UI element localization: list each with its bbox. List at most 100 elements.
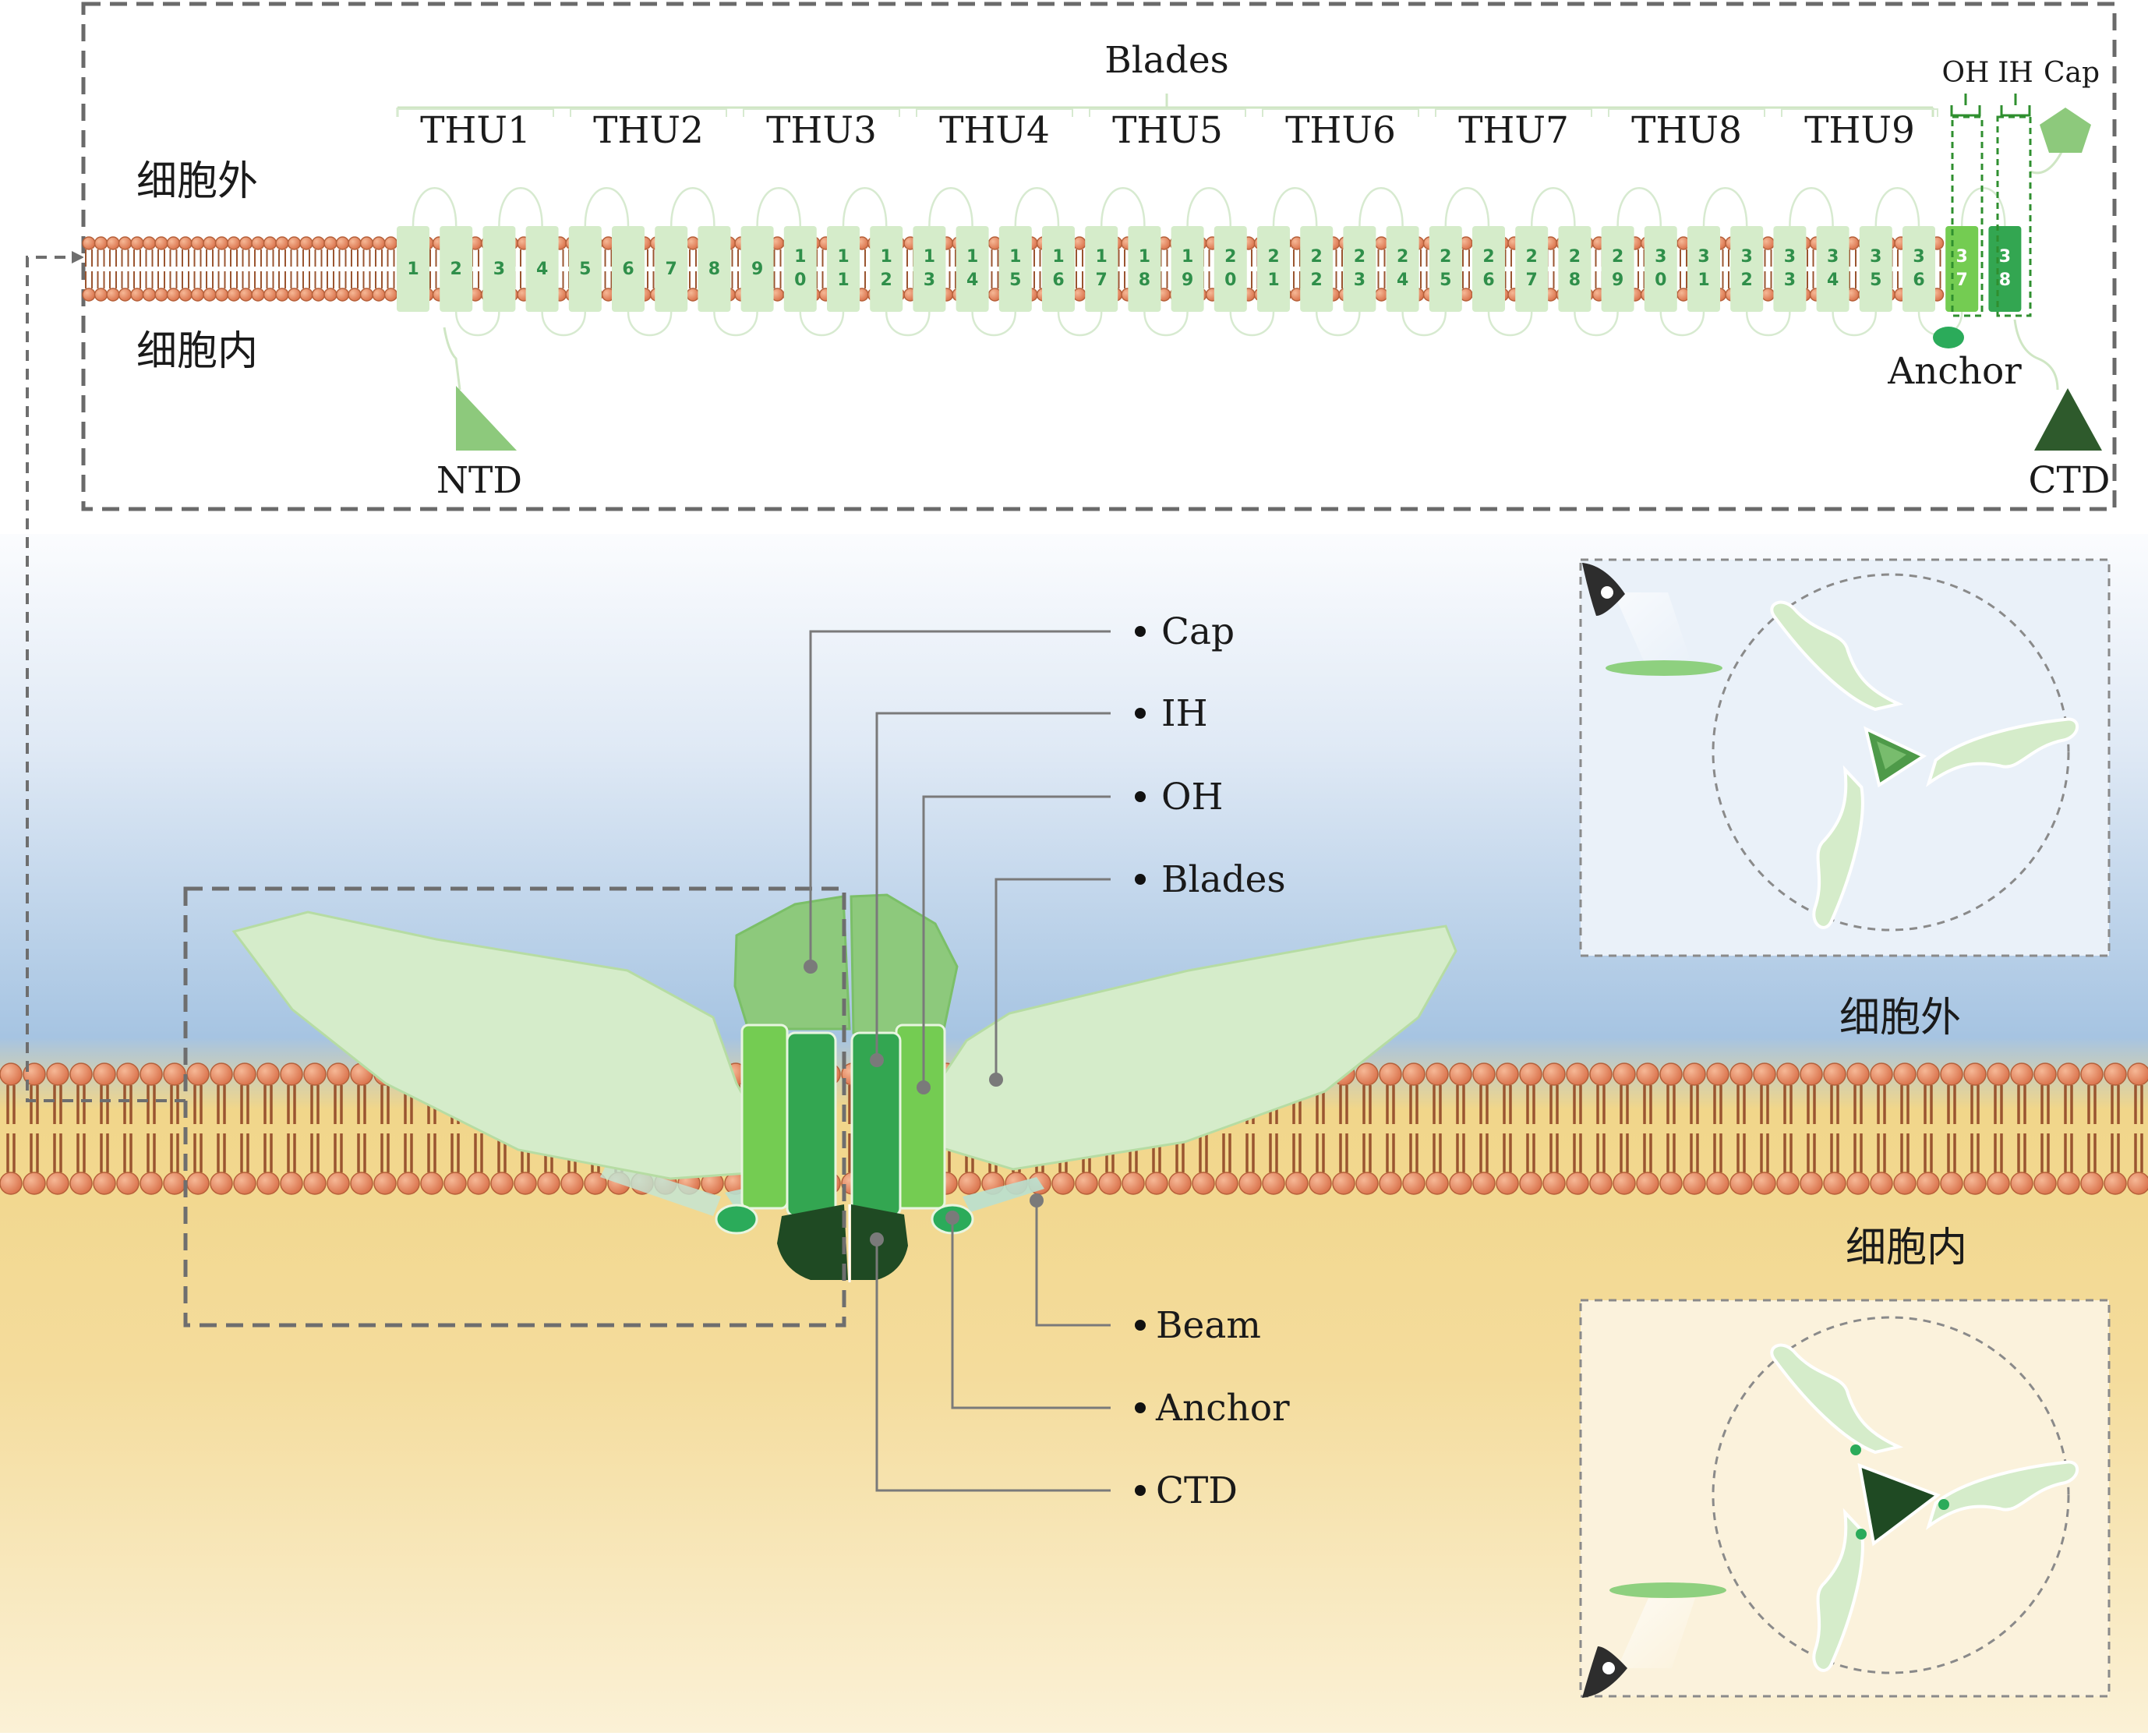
tm-segment: 24 <box>1386 226 1419 312</box>
tm-segment: 4 <box>525 226 559 312</box>
svg-text:3: 3 <box>1741 247 1753 267</box>
svg-text:2: 2 <box>1311 247 1323 267</box>
tm-segment: 35 <box>1859 226 1892 312</box>
svg-text:2: 2 <box>1440 247 1451 267</box>
svg-text:4: 4 <box>1397 270 1408 290</box>
oh-right <box>895 1024 946 1210</box>
tm-segment: 22 <box>1300 226 1334 312</box>
svg-text:1: 1 <box>794 247 806 267</box>
tm-segment: 1 <box>397 226 429 312</box>
thu-label: THU9 <box>1804 109 1915 152</box>
svg-text:6: 6 <box>1482 270 1494 290</box>
tm-segment: 33 <box>1773 226 1807 312</box>
svg-text:1: 1 <box>1052 247 1064 267</box>
triskelion-blade <box>1812 1508 1864 1672</box>
bottom-view-inset <box>1579 1299 2111 1698</box>
svg-text:3: 3 <box>1827 247 1839 267</box>
tm-segment: 25 <box>1429 226 1462 312</box>
svg-text:8: 8 <box>1999 270 2011 290</box>
svg-text:1: 1 <box>1698 270 1709 290</box>
thu-label: THU7 <box>1458 109 1569 152</box>
thu-label: THU1 <box>420 109 531 152</box>
tm-segment: 19 <box>1171 226 1204 312</box>
tm-segment: 5 <box>568 226 602 312</box>
svg-text:3: 3 <box>1956 247 1968 267</box>
svg-text:4: 4 <box>966 270 978 290</box>
top-view-inset <box>1579 558 2111 957</box>
svg-text:6: 6 <box>1913 270 1924 290</box>
ctd-triangle <box>2034 388 2102 451</box>
svg-text:1: 1 <box>407 260 419 279</box>
thu-label: THU4 <box>939 109 1050 152</box>
tm-segment: 3 <box>482 226 516 312</box>
cap-label: Cap <box>2044 57 2100 89</box>
svg-text:5: 5 <box>1009 270 1021 290</box>
callout-ctd: CTD <box>1156 1469 1238 1512</box>
cap-left <box>733 895 851 1031</box>
tm-segment: 11 <box>827 226 860 312</box>
leader-lines <box>809 630 1111 1492</box>
ih-left <box>786 1031 837 1218</box>
svg-text:9: 9 <box>1182 270 1193 290</box>
callout-ih: IH <box>1161 692 1208 735</box>
intracellular-label-lower: 细胞内 <box>1846 1225 1967 1271</box>
ctd-label: CTD <box>2029 459 2111 502</box>
tm-segment: 31 <box>1687 226 1720 312</box>
svg-text:2: 2 <box>1569 247 1581 267</box>
callouts: Cap IH OH Blades Beam Anchor CTD <box>1135 610 1290 1512</box>
svg-text:1: 1 <box>1096 247 1108 267</box>
bottom-triskelion <box>1770 1343 2079 1672</box>
tm-segment: 21 <box>1257 226 1290 312</box>
tm-segment: 2 <box>440 226 473 312</box>
tm-segment: 27 <box>1515 226 1549 312</box>
callout-oh: OH <box>1161 776 1224 819</box>
tm-segment: 14 <box>956 226 989 312</box>
svg-text:0: 0 <box>1655 270 1666 290</box>
svg-text:3: 3 <box>1784 247 1796 267</box>
svg-text:2: 2 <box>1224 247 1236 267</box>
svg-text:5: 5 <box>1870 270 1881 290</box>
anchor-label: Anchor <box>1887 350 2022 393</box>
tm-segment: 28 <box>1558 226 1592 312</box>
svg-text:3: 3 <box>924 270 935 290</box>
svg-text:9: 9 <box>751 260 763 279</box>
tm-segment: 34 <box>1816 226 1849 312</box>
svg-text:3: 3 <box>1354 270 1365 290</box>
svg-text:7: 7 <box>1526 270 1538 290</box>
tm-segment: 32 <box>1730 226 1764 312</box>
svg-text:4: 4 <box>1827 270 1839 290</box>
svg-text:7: 7 <box>1956 270 1968 290</box>
callout-blades: Blades <box>1161 858 1286 901</box>
svg-text:1: 1 <box>837 270 849 290</box>
tm-segment: 36 <box>1902 226 1935 312</box>
svg-text:0: 0 <box>1224 270 1236 290</box>
tm-segment: 23 <box>1343 226 1376 312</box>
tm-segment: 29 <box>1601 226 1634 312</box>
triskelion-blade <box>1926 717 2079 787</box>
svg-text:1: 1 <box>924 247 935 267</box>
tm-segment: 30 <box>1644 226 1677 312</box>
svg-text:7: 7 <box>1096 270 1108 290</box>
zoom-box <box>183 886 846 1328</box>
triskelion-blade <box>1770 600 1904 712</box>
extracellular-label: 细胞外 <box>136 158 258 205</box>
svg-text:2: 2 <box>450 260 462 279</box>
tm-segment: 6 <box>612 226 645 312</box>
svg-text:3: 3 <box>1913 247 1924 267</box>
svg-text:3: 3 <box>1784 270 1796 290</box>
svg-text:9: 9 <box>1612 270 1623 290</box>
thu-label: THU5 <box>1112 109 1223 152</box>
tm-segment: 26 <box>1472 226 1505 312</box>
svg-text:4: 4 <box>536 260 548 279</box>
thu-label: THU3 <box>766 109 877 152</box>
svg-text:2: 2 <box>1311 270 1323 290</box>
svg-text:1: 1 <box>881 247 892 267</box>
structure-panel: Cap IH OH Blades Beam Anchor CTD 细胞外 细胞内 <box>0 251 2148 1733</box>
svg-text:8: 8 <box>1139 270 1150 290</box>
right-blade <box>934 925 1457 1171</box>
thu-label: THU2 <box>593 109 704 152</box>
tm-segment: 8 <box>698 226 731 312</box>
